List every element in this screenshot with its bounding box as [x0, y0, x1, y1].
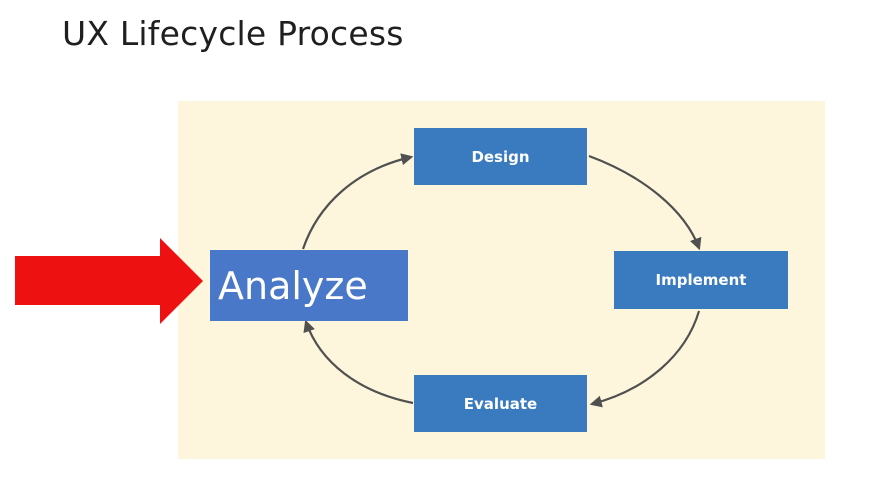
slide-title: UX Lifecycle Process — [62, 14, 404, 53]
step-design: Design — [414, 128, 587, 185]
step-analyze-highlighted: Analyze — [210, 250, 408, 321]
step-implement: Implement — [614, 251, 788, 309]
red-right-arrow-icon — [15, 238, 203, 324]
step-evaluate: Evaluate — [414, 375, 587, 432]
